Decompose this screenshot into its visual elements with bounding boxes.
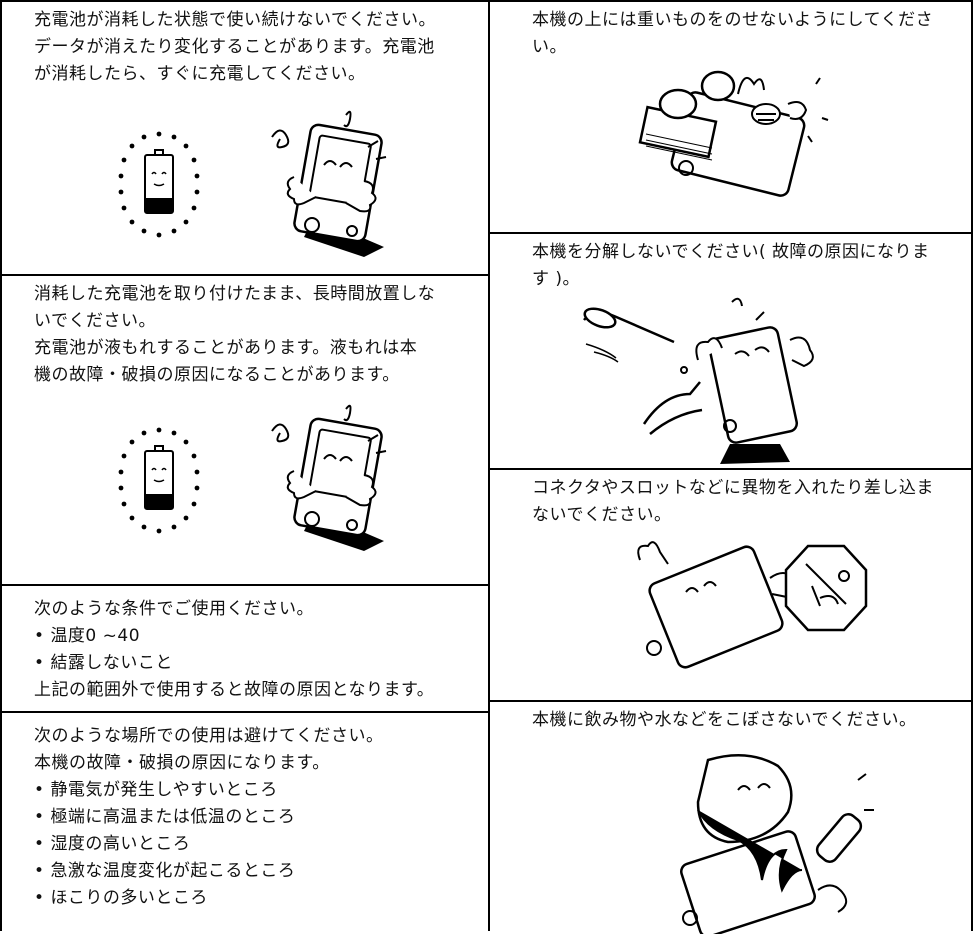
list-item: 極端に高温または低温のところ <box>34 804 478 831</box>
cell-no-foreign: コネクタやスロットなどに異物を入れたり差し込ま ないでください。 <box>488 470 971 702</box>
list-item: 湿度の高いところ <box>34 831 478 858</box>
text-line: が消耗したら、すぐに充電してください。 <box>34 64 366 84</box>
foreign-object-illustration <box>630 540 870 674</box>
text-line: コネクタやスロットなどに異物を入れたり差し込ま <box>532 478 934 498</box>
cell-no-heavy: 本機の上には重いものをのせないようにしてくださ い。 <box>488 2 971 234</box>
text-line: データが消えたり変化することがあります。充電池 <box>34 37 435 57</box>
text-line: 本機に飲み物や水などをこぼさないでください。 <box>532 710 917 730</box>
list-item: ほこりの多いところ <box>34 885 478 912</box>
cell-places: 次のような場所での使用は避けてください。 本機の故障・破損の原因になります。 静… <box>2 713 488 933</box>
text-line: 上記の範囲外で使用すると故障の原因となります。 <box>34 680 435 700</box>
battery-illustration <box>114 131 204 246</box>
disassemble-illustration <box>580 294 830 468</box>
cell-battery-leak: 消耗した充電池を取り付けたまま、長時間放置しな いでください。 充電池が液もれす… <box>2 276 488 586</box>
places-list: 静電気が発生しやすいところ 極端に高温または低温のところ 湿度の高いところ 急激… <box>34 777 478 912</box>
list-item: 結露しないこと <box>34 650 478 677</box>
tired-device-illustration <box>264 401 394 555</box>
spill-illustration <box>668 750 878 934</box>
text-line: 充電池が消耗した状態で使い続けないでください。 <box>34 10 436 30</box>
text-line: 機の故障・破損の原因になることがあります。 <box>34 365 400 385</box>
left-column: 充電池が消耗した状態で使い続けないでください。 データが消えたり変化することがあ… <box>0 0 490 931</box>
cell-no-disassemble: 本機を分解しないでください( 故障の原因になりま す )。 <box>488 234 971 470</box>
conditions-list: 温度0 ~40 結露しないこと <box>34 623 478 677</box>
list-item: 温度0 ~40 <box>34 623 478 650</box>
text-line: いでください。 <box>34 311 156 331</box>
text-line: 本機を分解しないでください( 故障の原因になりま <box>532 242 930 262</box>
text-line: 消耗した充電池を取り付けたまま、長時間放置しな <box>34 284 436 304</box>
list-item: 急激な温度変化が起こるところ <box>34 858 478 885</box>
text-line: 本機の故障・破損の原因になります。 <box>34 753 330 773</box>
text-line: 充電池が液もれすることがあります。液もれは本 <box>34 338 418 358</box>
tired-device-illustration <box>264 107 394 261</box>
text-line: 本機の上には重いものをのせないようにしてくださ <box>532 10 934 30</box>
battery-illustration <box>114 427 204 542</box>
text-line: 次のような場所での使用は避けてください。 <box>34 726 384 746</box>
text-line: ないでください。 <box>532 505 672 525</box>
cell-no-liquid: 本機に飲み物や水などをこぼさないでください。 <box>488 702 971 934</box>
crushed-device-illustration <box>638 64 829 198</box>
list-item: 静電気が発生しやすいところ <box>34 777 478 804</box>
text-line: 次のような条件でご使用ください。 <box>34 599 314 619</box>
cell-battery-drain: 充電池が消耗した状態で使い続けないでください。 データが消えたり変化することがあ… <box>2 2 488 276</box>
right-column: 本機の上には重いものをのせないようにしてくださ い。 <box>488 0 973 934</box>
text-line: い。 <box>532 37 567 57</box>
text-line: す )。 <box>532 269 581 289</box>
cell-conditions: 次のような条件でご使用ください。 温度0 ~40 結露しないこと 上記の範囲外で… <box>2 586 488 713</box>
